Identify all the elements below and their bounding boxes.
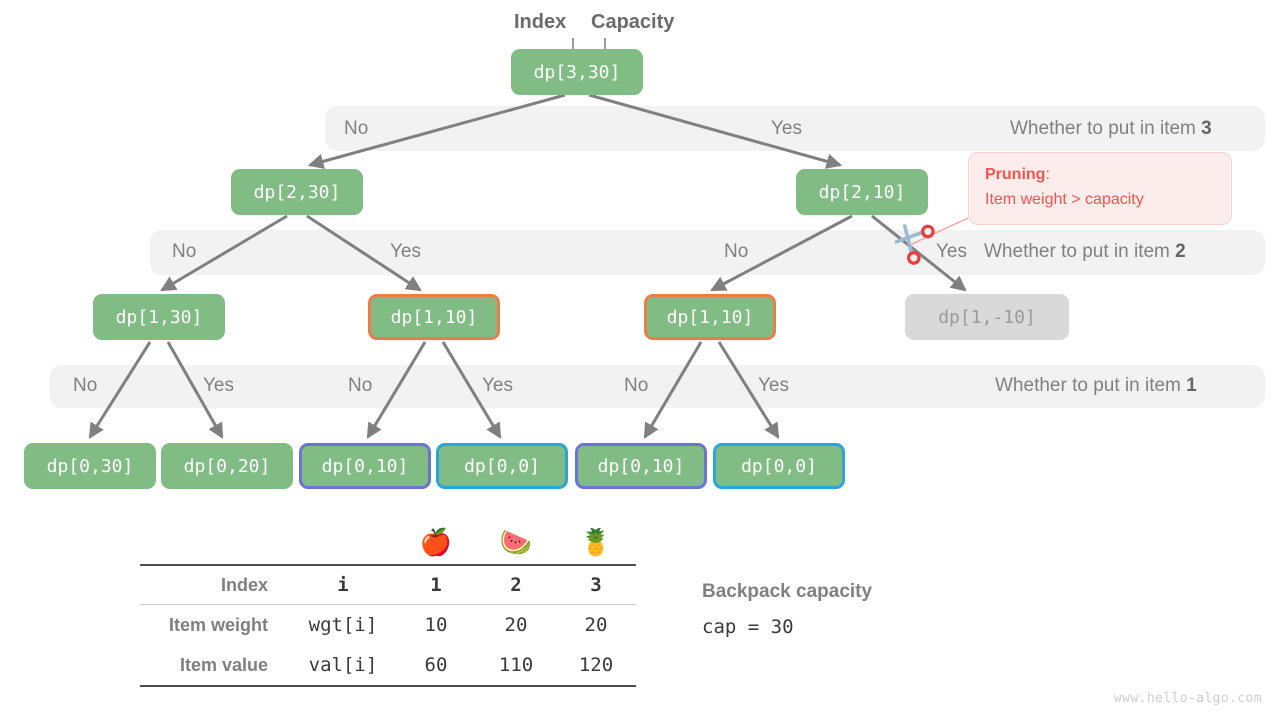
band1-label-no-b: No	[348, 375, 373, 396]
pruning-body: Item weight > capacity	[985, 190, 1144, 208]
pruning-colon: :	[1045, 166, 1050, 183]
backpack-capacity-value: cap = 30	[702, 616, 794, 638]
index-key: i	[290, 564, 396, 605]
index-value-2: 2	[476, 564, 556, 605]
band1-question-text: Whether to put in item	[995, 375, 1187, 396]
icons-key-cell	[290, 520, 396, 565]
band1-label-no-a: No	[73, 375, 98, 396]
band1-label-no-c: No	[624, 375, 649, 396]
band3-question-item: 3	[1201, 118, 1212, 139]
band3-label-yes: Yes	[771, 118, 802, 139]
leaf-dp-0-0-b[interactable]: dp[0,0]	[713, 443, 845, 489]
leaf-dp-0-30[interactable]: dp[0,30]	[24, 443, 156, 489]
leaf-dp-0-10-b[interactable]: dp[0,10]	[575, 443, 707, 489]
table-row-icons: 🍎 🍉 🍍	[140, 520, 636, 565]
leaf-dp-0-10-a[interactable]: dp[0,10]	[299, 443, 431, 489]
node-dp-2-30[interactable]: dp[2,30]	[231, 169, 363, 215]
item-table: 🍎 🍉 🍍 Index i 1 2 3 Item weight wgt[i] 1…	[140, 520, 636, 687]
pruning-title: Pruning	[985, 166, 1046, 183]
index-value-3: 3	[556, 564, 636, 605]
node-dp-3-30[interactable]: dp[3,30]	[511, 49, 643, 95]
apple-icon: 🍎	[419, 527, 453, 557]
value-value-1: 60	[396, 645, 476, 687]
value-value-2: 110	[476, 645, 556, 687]
node-dp-1-30[interactable]: dp[1,30]	[93, 294, 225, 340]
watermark: www.hello-algo.com	[1113, 691, 1262, 706]
node-dp-1-10-b[interactable]: dp[1,10]	[644, 294, 776, 340]
value-value-3: 120	[556, 645, 636, 687]
band2-label-no-a: No	[172, 241, 197, 262]
table-row-index: Index i 1 2 3	[140, 564, 636, 605]
leaf-dp-0-0-a[interactable]: dp[0,0]	[436, 443, 568, 489]
row-label-index: Index	[140, 564, 290, 605]
value-key: val[i]	[290, 645, 396, 687]
band3-question-text: Whether to put in item	[1010, 118, 1202, 139]
icons-row-label	[140, 520, 290, 565]
node-dp-1-10-a[interactable]: dp[1,10]	[368, 294, 500, 340]
band2-label-no-b: No	[724, 241, 749, 262]
pruning-callout: Pruning: Item weight > capacity	[968, 152, 1232, 225]
node-dp-2-10[interactable]: dp[2,10]	[796, 169, 928, 215]
weight-value-2: 20	[476, 604, 556, 645]
table-row-value: Item value val[i] 60 110 120	[140, 645, 636, 687]
weight-key: wgt[i]	[290, 604, 396, 645]
pruning-title-line: Pruning:	[985, 163, 1217, 188]
weight-value-1: 10	[396, 604, 476, 645]
band2-label-yes-a: Yes	[390, 241, 421, 262]
backpack-capacity-title: Backpack capacity	[702, 581, 873, 602]
row-label-value: Item value	[140, 645, 290, 687]
band2-question-text: Whether to put in item	[984, 241, 1176, 262]
band1-label-yes-a: Yes	[203, 375, 234, 396]
band2-question-item: 2	[1175, 241, 1186, 262]
watermelon-icon: 🍉	[499, 527, 533, 557]
leaf-dp-0-20[interactable]: dp[0,20]	[161, 443, 293, 489]
band3-question: Whether to put in item 3	[1010, 119, 1212, 138]
annotation-capacity: Capacity	[591, 11, 675, 33]
band1-label-yes-b: Yes	[482, 375, 513, 396]
weight-value-3: 20	[556, 604, 636, 645]
band1-question-item: 1	[1186, 375, 1197, 396]
band1-question: Whether to put in item 1	[995, 376, 1197, 395]
index-value-1: 1	[396, 564, 476, 605]
row-label-weight: Item weight	[140, 604, 290, 645]
annotation-index: Index	[514, 11, 567, 33]
band1-label-yes-c: Yes	[758, 375, 789, 396]
band2-question: Whether to put in item 2	[984, 242, 1186, 261]
node-dp-1-minus10[interactable]: dp[1,-10]	[905, 294, 1069, 340]
table-row-weight: Item weight wgt[i] 10 20 20	[140, 604, 636, 645]
band2-label-yes-b: Yes	[936, 241, 967, 262]
pineapple-icon: 🍍	[579, 527, 613, 557]
band3-label-no: No	[344, 118, 369, 139]
